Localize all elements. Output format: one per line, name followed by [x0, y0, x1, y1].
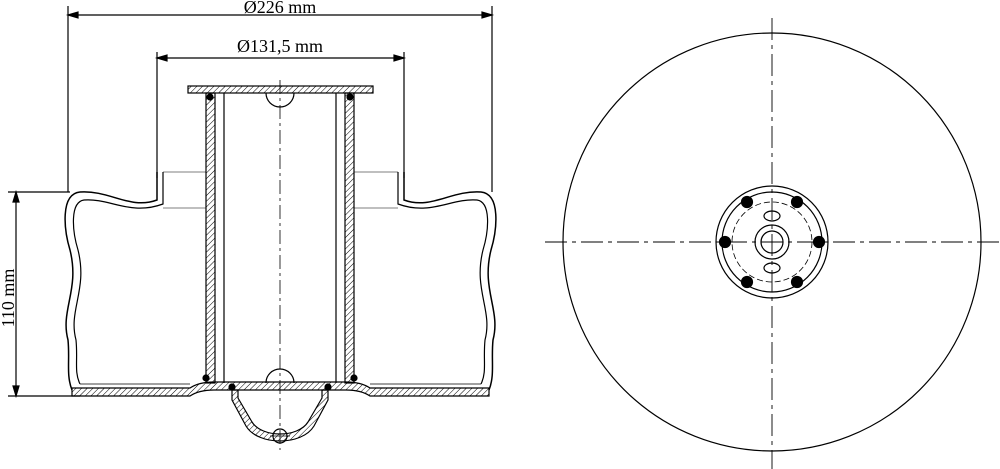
outer-diameter-dimension [65, 6, 495, 192]
height-label: 110 mm [0, 269, 18, 328]
slot-top [763, 210, 781, 222]
slot-bottom [763, 262, 781, 274]
height-dimension [8, 189, 80, 399]
bolt [790, 275, 804, 289]
bolt [740, 195, 754, 209]
bottom-hole [265, 368, 295, 384]
base-plate [71, 381, 490, 397]
tube-wall-left [205, 92, 216, 384]
weld-point [346, 93, 354, 101]
bolts [718, 195, 826, 289]
bellows-outer-left [64, 172, 158, 391]
inner-diameter-label: Ø131,5 mm [237, 36, 323, 56]
bellows-outer-right [403, 172, 497, 391]
center-ring-outer [754, 224, 790, 260]
inner-diameter-dimension [154, 52, 407, 178]
tube-wall-right [344, 92, 355, 384]
top-flange [187, 85, 374, 94]
bolt [790, 195, 804, 209]
outer-diameter-label: Ø226 mm [244, 0, 317, 17]
weld-point [350, 374, 358, 382]
center-ring-inner [760, 230, 784, 254]
mount-plate-outer [715, 185, 829, 299]
weld-point [206, 93, 214, 101]
top-view [545, 18, 1000, 469]
bolt [740, 275, 754, 289]
top-hole [265, 92, 295, 108]
bolt-circle [731, 201, 813, 283]
mounting-bracket [231, 389, 329, 442]
weld-point [202, 374, 210, 382]
bolt [812, 235, 826, 249]
bolt [718, 235, 732, 249]
section-view [8, 6, 497, 450]
